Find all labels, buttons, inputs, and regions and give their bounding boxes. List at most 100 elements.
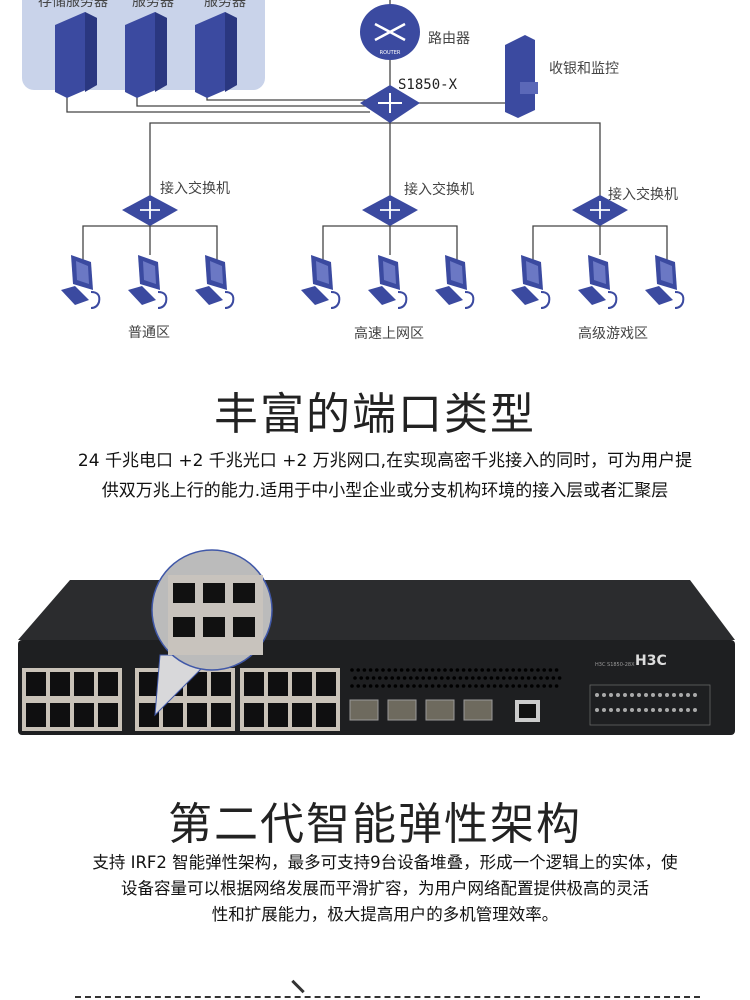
rj45-port [139,703,159,727]
vent-hole [415,676,419,680]
pc-screen [383,261,396,284]
vent-hole [486,684,491,688]
status-led [665,708,669,712]
rj45-port [26,672,46,696]
mouse-cable-icon [157,291,168,309]
pc-screen [76,261,89,284]
vent-hole [421,676,426,680]
vent-hole [511,684,515,688]
status-led [602,708,606,712]
vent-hole [424,668,429,672]
vent-hole [554,684,559,688]
vent-hole [418,668,423,672]
vent-hole [468,684,472,688]
dashed-divider [75,996,700,998]
rj45-port [316,672,336,696]
vent-hole [365,676,370,680]
mouse-cable-icon [224,291,235,309]
pc-screen [210,261,223,284]
vent-hole [471,676,475,680]
rj45-port [244,703,264,727]
vent-hole [350,684,354,688]
vent-hole [517,668,522,672]
status-led [623,693,627,697]
vent-hole [480,668,485,672]
access-switch-arrows [590,201,610,219]
keyboard-icon [301,286,329,305]
vent-hole [396,676,401,680]
rj45-port [98,672,118,696]
vent-hole [387,684,392,688]
description-line: 性和扩展能力，极大提高用户的多机管理效率。 [211,905,559,924]
router-label: 路由器 [428,31,470,47]
rj45-port [187,703,207,727]
zone-label-2: 高速上网区 [354,326,424,342]
rj45-port [316,703,336,727]
status-led [644,708,648,712]
vent-hole [492,668,497,672]
access-switch-label-3: 接入交换机 [608,187,678,203]
status-led [616,708,620,712]
status-led [644,693,648,697]
sfp-port [387,699,417,721]
vent-hole [548,684,553,688]
model-text: H3C S1850-28X [595,662,635,668]
vent-hole [375,684,379,688]
status-led [595,693,599,697]
core-switch-label: S1850-X [398,77,458,93]
status-led [665,693,669,697]
vent-hole [443,684,447,688]
status-led [693,693,697,697]
server-side [85,12,97,92]
keyboard-icon [128,286,156,305]
router-badge: ROUTER [380,50,401,56]
access-switch-arrows [140,201,160,219]
server-label-3: 服务器 [204,0,246,10]
vent-hole [375,668,379,672]
mouse-cable-icon [464,291,475,309]
status-led [616,693,620,697]
router-arrows [374,22,406,42]
vent-hole [409,676,413,680]
vent-hole [542,684,546,688]
vent-hole [371,676,376,680]
vent-hole [474,684,478,688]
vent-hole [406,668,410,672]
switch-product-photo: H3C H3C S1850-28X [0,545,750,745]
vent-hole [412,668,416,672]
server-side [225,12,237,92]
sfp-port [463,699,493,721]
keyboard-icon [61,286,89,305]
vent-hole [461,668,466,672]
vent-hole [536,668,540,672]
rj45-port [292,703,312,727]
vent-hole [402,676,407,680]
vent-hole [520,676,525,680]
vent-hole [492,684,497,688]
vent-hole [530,684,534,688]
keyboard-icon [511,286,539,305]
vent-hole [530,668,534,672]
pc-screen [450,261,463,284]
vent-hole [399,684,404,688]
vent-hole [424,684,429,688]
status-led [630,693,634,697]
vent-hole [511,668,515,672]
vent-hole [381,668,385,672]
status-led [679,693,683,697]
vent-hole [551,676,556,680]
rj45-port [163,703,183,727]
vent-hole [523,668,528,672]
vent-hole [390,676,395,680]
monitor-screen [520,82,538,94]
status-led [630,708,634,712]
irf2-description: 支持 IRF2 智能弹性架构，最多可支持9台设备堆叠，形成一个逻辑上的实体，使 … [20,850,750,928]
vent-hole [449,684,454,688]
vent-hole [455,684,460,688]
mouse-cable-icon [90,291,101,309]
vent-hole [489,676,494,680]
vent-hole [483,676,488,680]
status-led [609,693,613,697]
vent-hole [368,668,373,672]
sfp-port [425,699,455,721]
